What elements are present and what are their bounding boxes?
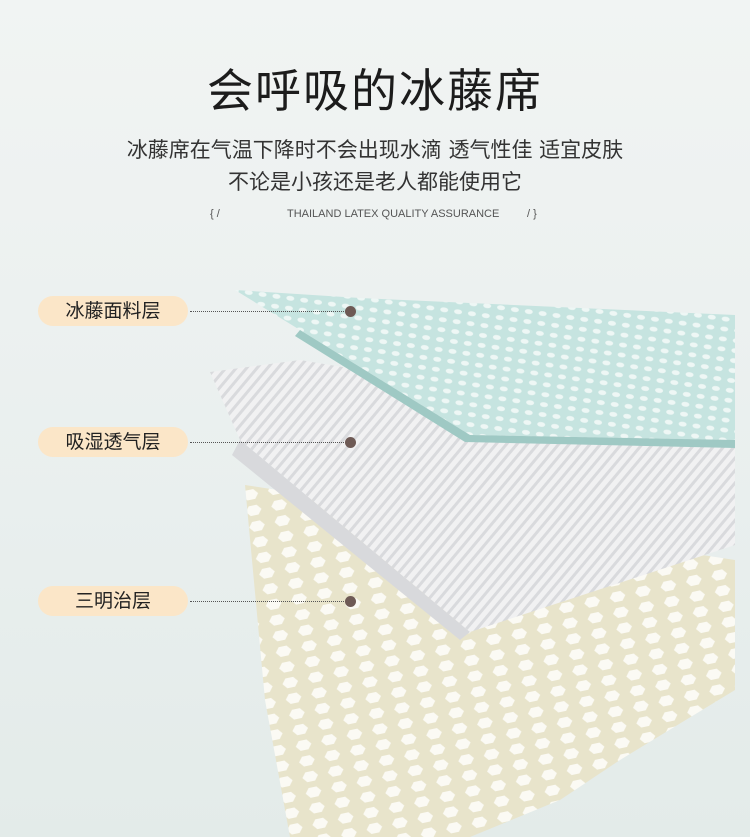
leader-line (190, 601, 348, 602)
marker-dot (345, 306, 356, 317)
leader-line (190, 442, 348, 443)
tagline-bracket-left: { / (210, 208, 220, 220)
subtitle-line-2: 不论是小孩还是老人都能使用它 (228, 170, 522, 194)
label-moisture-layer: 吸湿透气层 (38, 427, 188, 457)
subtitle-line-1: 冰藤席在气温下降时不会出现水滴 透气性佳 适宜皮肤 (126, 138, 624, 162)
label-ice-rattan-layer: 冰藤面料层 (38, 296, 188, 326)
marker-dot (345, 596, 356, 607)
ice-rattan-layer (235, 290, 735, 448)
leader-line (190, 311, 348, 312)
tagline-bracket-right: / } (527, 208, 537, 220)
label-sandwich-layer: 三明治层 (38, 586, 188, 616)
page-title: 会呼吸的冰藤席 (207, 64, 543, 118)
tagline: THAILAND LATEX QUALITY ASSURANCE (287, 208, 500, 220)
marker-dot (345, 437, 356, 448)
